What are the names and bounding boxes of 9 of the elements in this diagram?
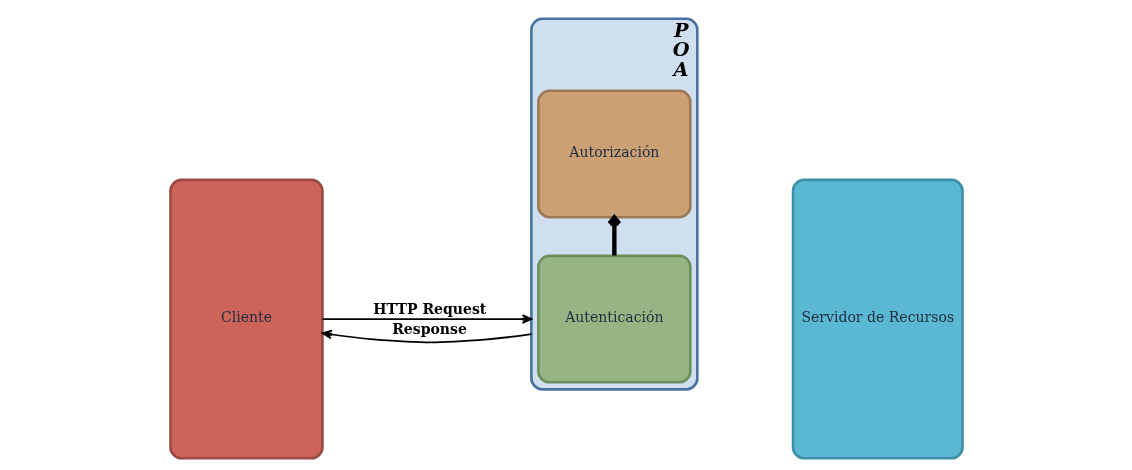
arrow <box>321 314 532 324</box>
node-box: Servidor de Recursos <box>791 178 964 460</box>
arrow <box>321 329 532 344</box>
node-box: Cliente <box>168 178 324 460</box>
node-box: Autorización <box>536 89 692 219</box>
node-box: Autenticación <box>536 254 692 384</box>
arrow <box>606 215 621 256</box>
edge-label: HTTP Request <box>372 300 486 317</box>
edge-label: Response <box>391 320 467 337</box>
